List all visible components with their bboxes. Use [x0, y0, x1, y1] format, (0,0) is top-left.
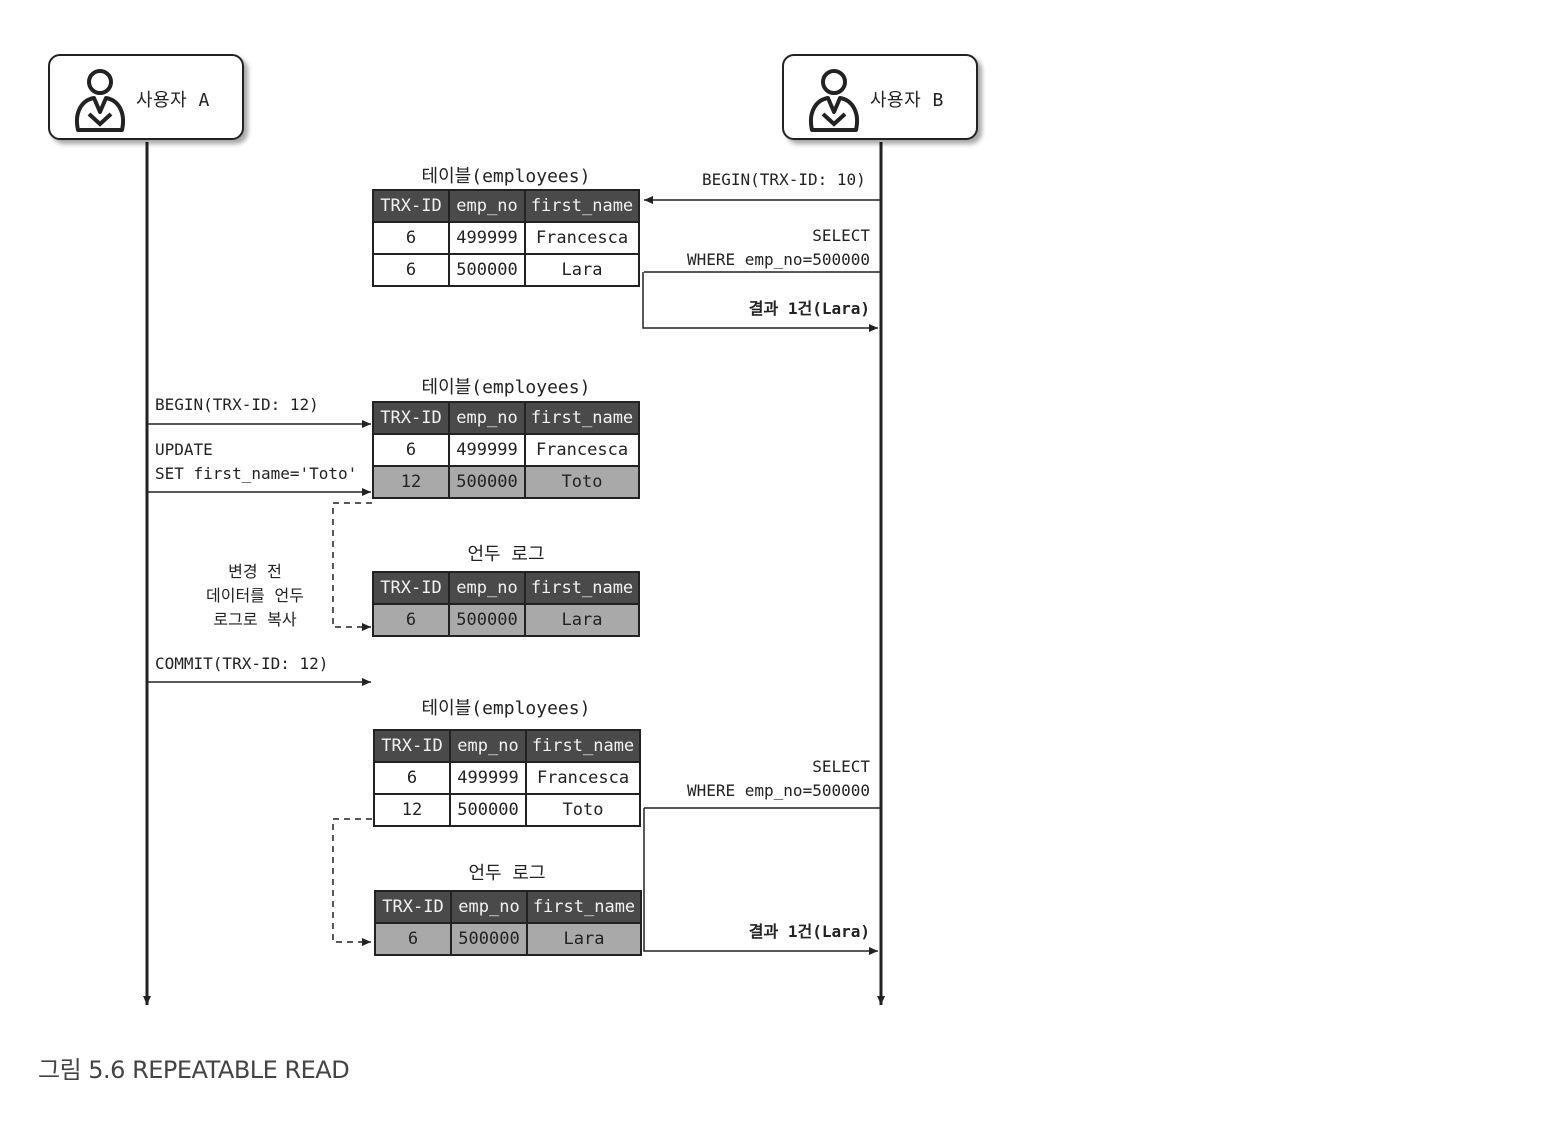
undo-note-l3: 로그로 복사 — [213, 610, 297, 629]
cell-trx-id: 6 — [372, 603, 450, 637]
cell-trx-id: 6 — [372, 221, 450, 255]
msg-a-begin: BEGIN(TRX-ID: 12) — [155, 395, 319, 414]
msg-a-update-l1: UPDATE — [155, 440, 213, 459]
cell-emp-no: 500000 — [449, 793, 527, 827]
column-header: first_name — [525, 729, 641, 763]
table-row: 12 500000 Toto — [373, 793, 641, 827]
column-header: TRX-ID — [374, 890, 452, 924]
msg-a-update-l2: SET first_name='Toto' — [155, 464, 358, 483]
table-row: 6 500000 Lara — [374, 922, 642, 956]
arrow-b-result1 — [642, 272, 878, 332]
undo-log2: TRX-ID emp_no first_name 6 500000 Lara — [374, 890, 642, 956]
column-header: emp_no — [449, 729, 527, 763]
undo-note-l1: 변경 전 — [228, 562, 282, 581]
cell-emp-no: 499999 — [449, 761, 527, 795]
cell-emp-no: 499999 — [448, 221, 526, 255]
cell-emp-no: 500000 — [450, 922, 528, 956]
cell-emp-no: 500000 — [448, 603, 526, 637]
column-header: first_name — [526, 890, 642, 924]
cell-first-name: Lara — [524, 603, 640, 637]
column-header: emp_no — [448, 189, 526, 223]
table1-caption: 테이블(employees) — [421, 166, 591, 187]
cell-first-name: Francesca — [524, 433, 640, 467]
column-header: TRX-ID — [373, 729, 451, 763]
msg-b-result1: 결과 1건(Lara) — [748, 299, 870, 318]
table3: TRX-ID emp_no first_name 6 499999 France… — [373, 729, 641, 827]
undo-log2-caption: 언두 로그 — [468, 863, 546, 884]
msg-b-select1-l1: SELECT — [812, 226, 870, 245]
undo-note-l2: 데이터를 언두 — [206, 586, 304, 605]
cell-emp-no: 499999 — [448, 433, 526, 467]
table-row: 6 499999 Francesca — [372, 433, 640, 467]
cell-first-name: Francesca — [525, 761, 641, 795]
column-header: first_name — [524, 189, 640, 223]
msg-a-commit: COMMIT(TRX-ID: 12) — [155, 654, 329, 673]
actor-a-box: 사용자 A — [48, 54, 244, 140]
column-header: emp_no — [448, 401, 526, 435]
column-header: TRX-ID — [372, 189, 450, 223]
table2-caption: 테이블(employees) — [421, 377, 591, 398]
undo-log1-caption: 언두 로그 — [467, 544, 545, 565]
actor-b-label: 사용자 B — [870, 90, 944, 111]
undo-log1: TRX-ID emp_no first_name 6 500000 Lara — [372, 571, 640, 637]
msg-b-select1-l2: WHERE emp_no=500000 — [686, 250, 870, 269]
cell-first-name: Toto — [524, 465, 640, 499]
cell-trx-id: 6 — [372, 433, 450, 467]
cell-trx-id: 6 — [373, 761, 451, 795]
column-header: emp_no — [448, 571, 526, 605]
user-icon — [809, 69, 859, 132]
arrow-undo-copy — [332, 502, 372, 631]
table3-caption: 테이블(employees) — [421, 698, 591, 719]
actor-b-box: 사용자 B — [782, 54, 978, 140]
msg-b-select2-l1: SELECT — [812, 757, 870, 776]
figure-caption: 그림 5.6 REPEATABLE READ — [38, 1056, 350, 1084]
msg-b-begin: BEGIN(TRX-ID: 10) — [702, 170, 866, 189]
table-row: 6 499999 Francesca — [373, 761, 641, 795]
cell-first-name: Toto — [525, 793, 641, 827]
cell-emp-no: 500000 — [448, 465, 526, 499]
table-row: 6 500000 Lara — [372, 253, 640, 287]
column-header: first_name — [524, 401, 640, 435]
actor-a-label: 사용자 A — [136, 90, 210, 111]
table1: TRX-ID emp_no first_name 6 499999 France… — [372, 189, 640, 287]
user-icon — [75, 69, 125, 132]
table-row-updated: 12 500000 Toto — [372, 465, 640, 499]
column-header: TRX-ID — [372, 401, 450, 435]
cell-first-name: Lara — [526, 922, 642, 956]
cell-first-name: Francesca — [524, 221, 640, 255]
table-row: 6 499999 Francesca — [372, 221, 640, 255]
table-row: 6 500000 Lara — [372, 603, 640, 637]
table2: TRX-ID emp_no first_name 6 499999 France… — [372, 401, 640, 499]
msg-b-select2-l2: WHERE emp_no=500000 — [686, 781, 870, 800]
column-header: TRX-ID — [372, 571, 450, 605]
cell-trx-id: 6 — [372, 253, 450, 287]
cell-trx-id: 12 — [372, 465, 450, 499]
arrow-undo-pointer — [332, 818, 372, 946]
cell-trx-id: 6 — [374, 922, 452, 956]
cell-emp-no: 500000 — [448, 253, 526, 287]
msg-b-result2: 결과 1건(Lara) — [748, 922, 870, 941]
column-header: first_name — [524, 571, 640, 605]
cell-trx-id: 12 — [373, 793, 451, 827]
column-header: emp_no — [450, 890, 528, 924]
arrow-b-result2 — [643, 808, 878, 955]
cell-first-name: Lara — [524, 253, 640, 287]
